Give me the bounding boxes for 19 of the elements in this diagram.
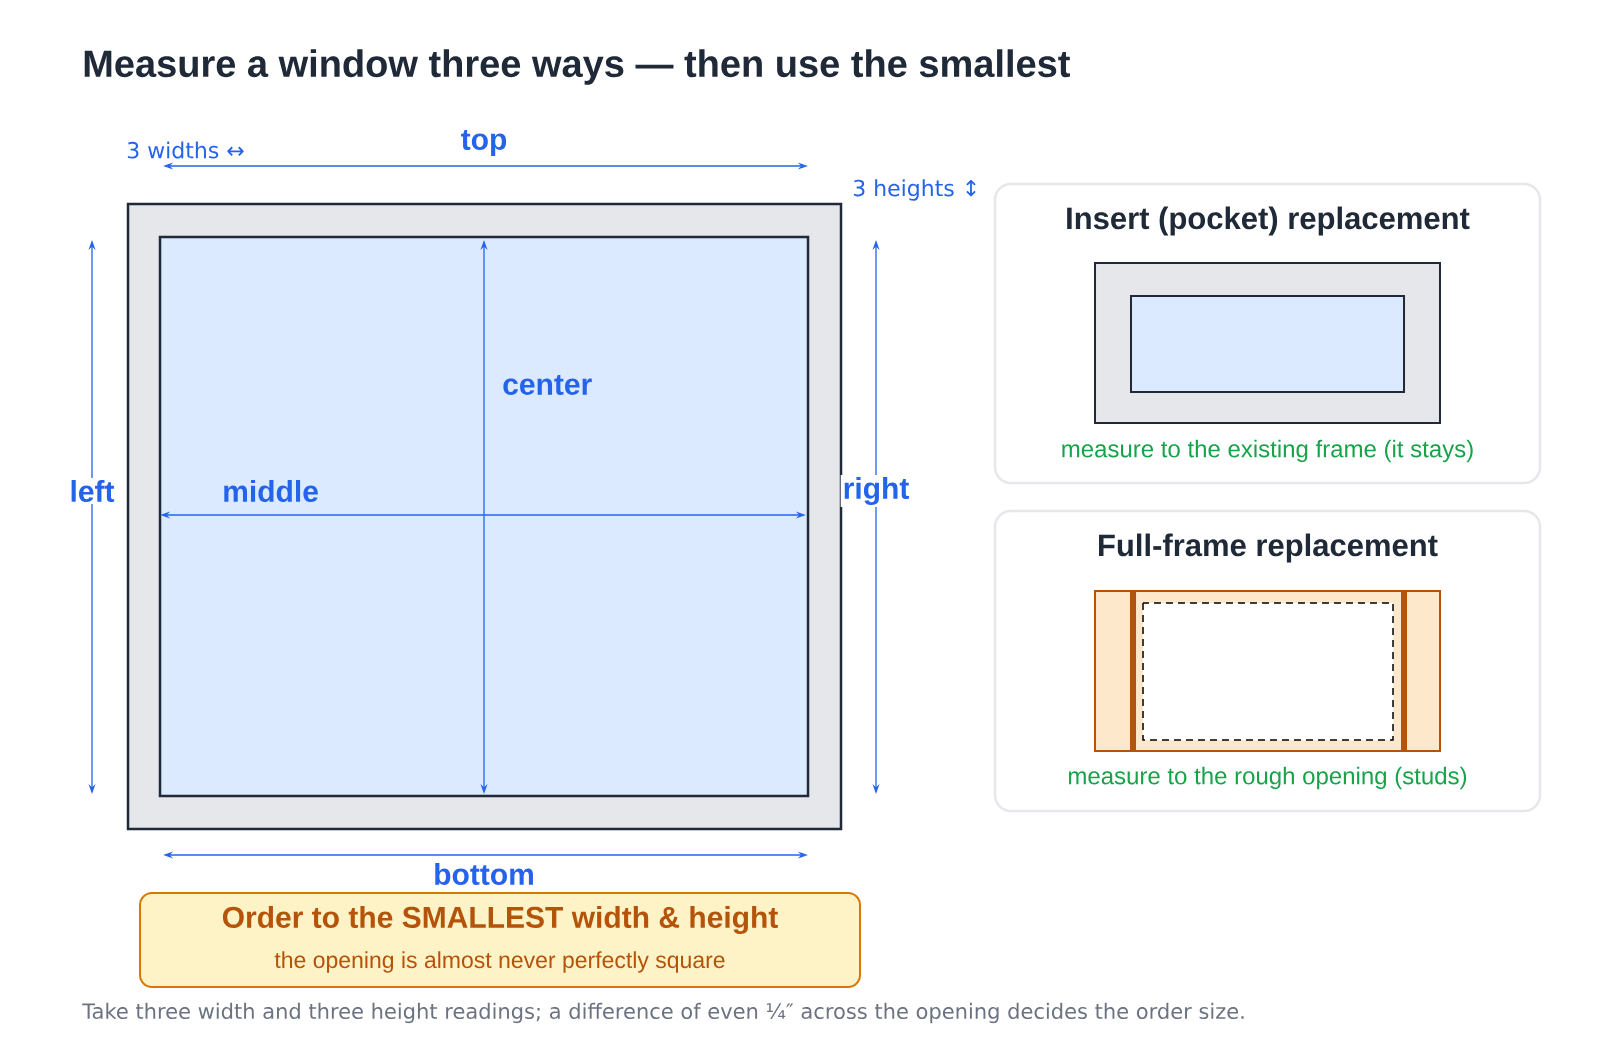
title: Measure a window three ways — then use the smallest bbox=[84, 49, 1070, 85]
dimension-label: center bbox=[500, 373, 595, 397]
callout-note: the opening is almost never perfectly square bbox=[274, 951, 725, 973]
callout-box bbox=[139, 892, 861, 988]
callout-heading: Order to the SMALLEST width & height bbox=[222, 905, 778, 935]
dimension-label: middle bbox=[220, 478, 321, 504]
card bbox=[993, 182, 1542, 485]
caption: Take three width and three height readings; a difference of even ¼″ across the opening decides the order size. bbox=[82, 1002, 1244, 1024]
dimension-label: bottom bbox=[431, 861, 537, 887]
dimension-label: 3 widths ↔ bbox=[124, 139, 247, 161]
dimension-label: top bbox=[458, 128, 510, 158]
card-heading: Insert (pocket) replacement bbox=[1067, 206, 1470, 236]
dimension-label: 3 heights ↕ bbox=[850, 177, 983, 203]
card-heading: Full-frame replacement bbox=[1099, 533, 1438, 563]
card bbox=[993, 509, 1542, 813]
dimension-label: right bbox=[840, 474, 912, 508]
card-note: measure to the existing frame (it stays) bbox=[1062, 439, 1473, 463]
dimension-label: left bbox=[67, 478, 117, 504]
card-note: measure to the rough opening (studs) bbox=[1069, 766, 1467, 790]
